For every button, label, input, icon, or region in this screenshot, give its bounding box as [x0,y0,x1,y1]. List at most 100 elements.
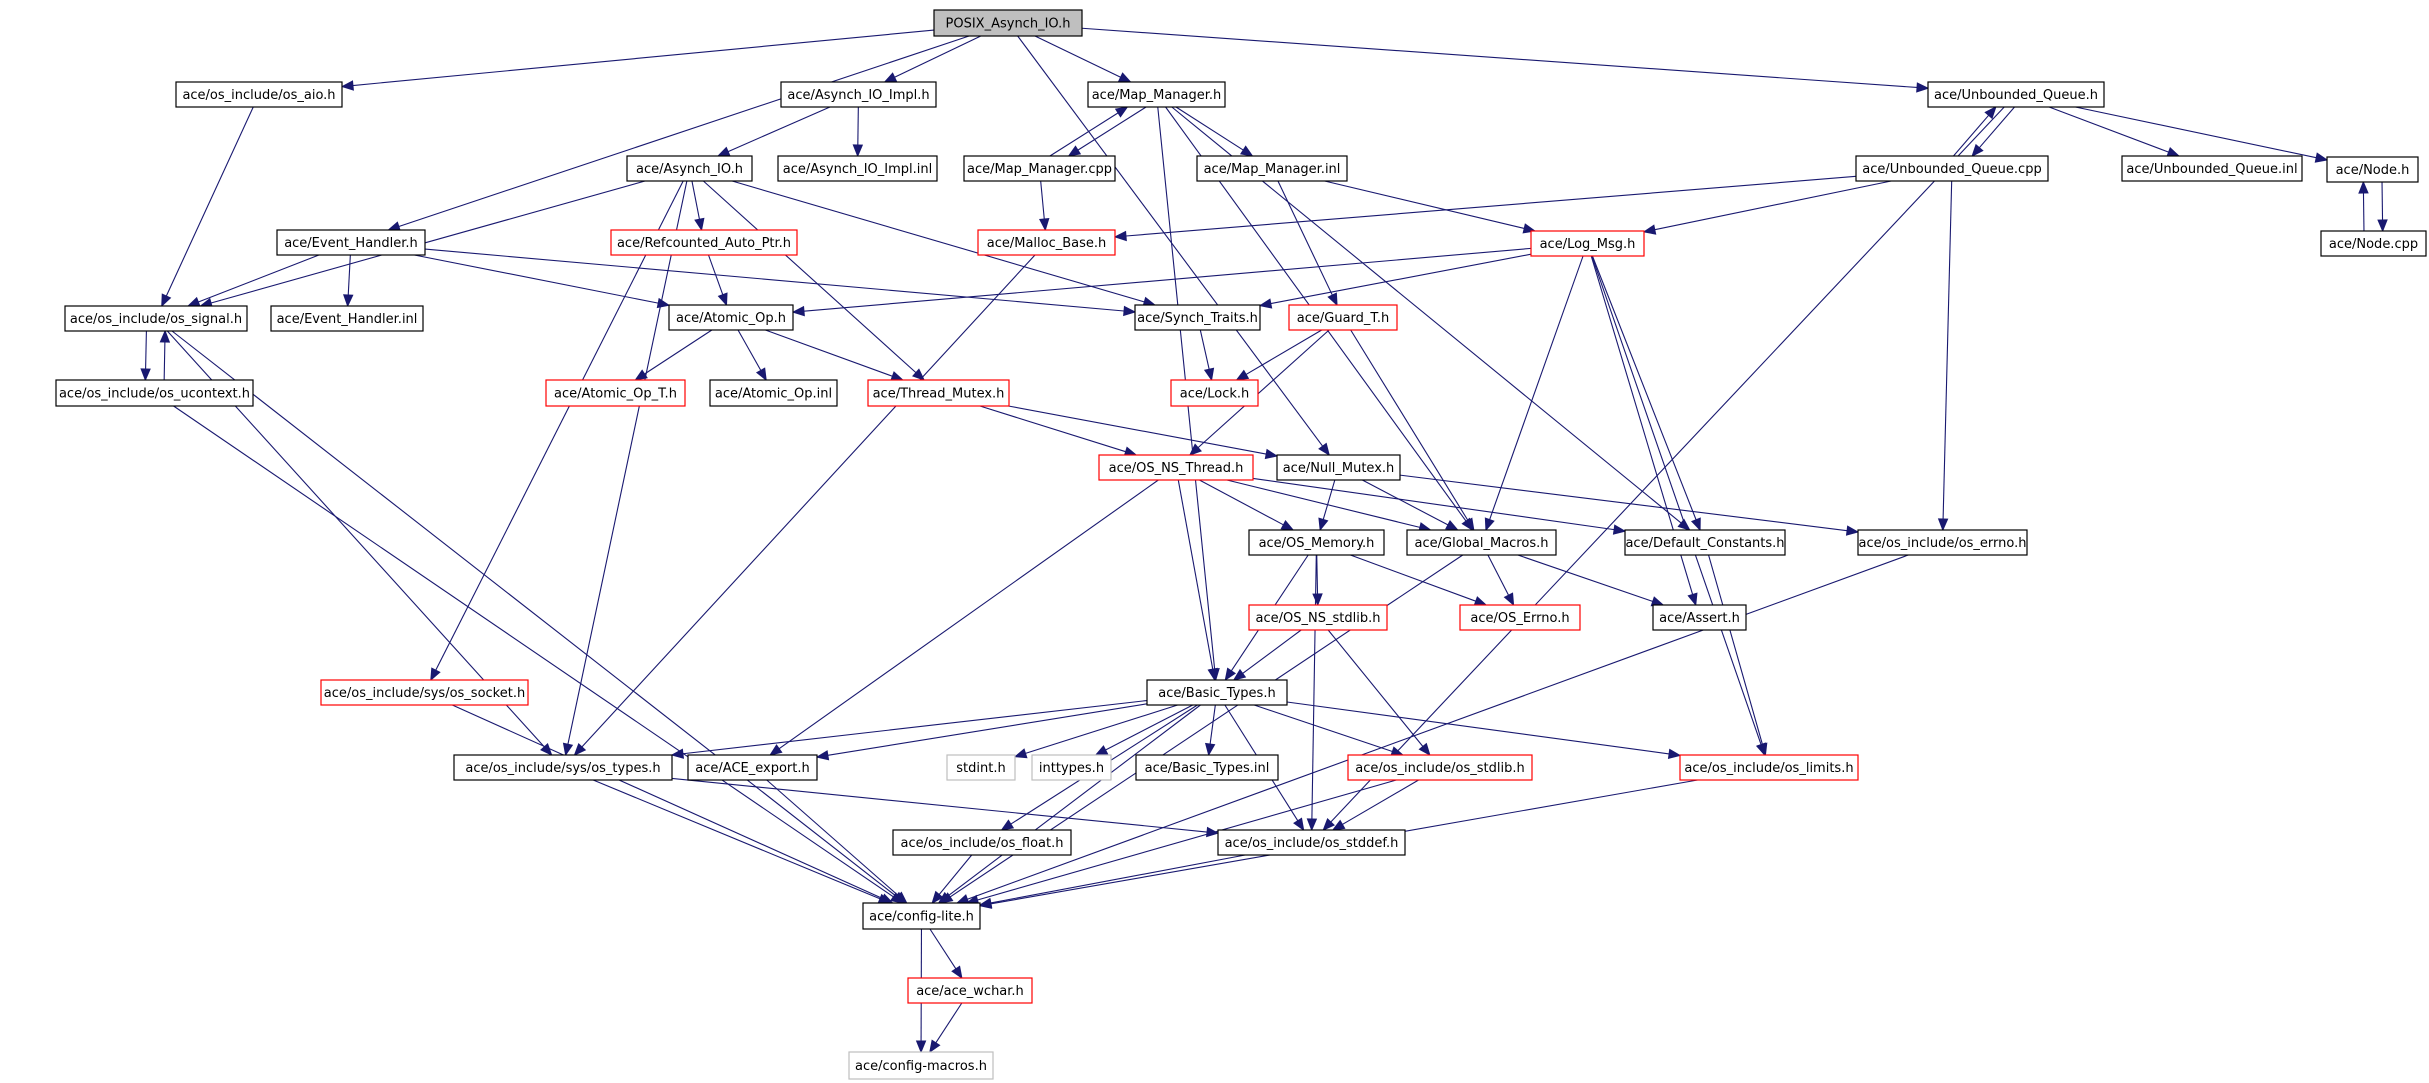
node-box[interactable] [1135,754,1279,781]
graph-node-os-ns-thread[interactable]: ace/OS_NS_Thread.h [1098,454,1254,481]
node-box[interactable] [1406,529,1557,556]
graph-node-ace-export[interactable]: ace/ACE_export.h [687,754,818,781]
graph-node-map-manager-cpp[interactable]: ace/Map_Manager.cpp [963,155,1116,182]
graph-node-event-handler-inl[interactable]: ace/Event_Handler.inl [270,305,424,332]
graph-node-os-ns-stdlib[interactable]: ace/OS_NS_stdlib.h [1248,604,1388,631]
node-box[interactable] [453,754,673,781]
node-box[interactable] [907,977,1033,1004]
graph-node-basic-types-h[interactable]: ace/Basic_Types.h [1146,679,1288,706]
graph-node-thread-mutex[interactable]: ace/Thread_Mutex.h [867,379,1010,407]
node-box[interactable] [1248,529,1385,556]
graph-node-global-macros[interactable]: ace/Global_Macros.h [1406,529,1557,556]
node-box[interactable] [1855,155,2049,182]
node-box[interactable] [545,379,686,407]
graph-node-os-limits[interactable]: ace/os_include/os_limits.h [1679,754,1859,781]
node-box[interactable] [1087,81,1226,108]
node-box[interactable] [276,229,426,256]
node-box[interactable] [1134,304,1261,331]
graph-node-node-cpp[interactable]: ace/Node.cpp [2320,230,2427,257]
graph-node-stdint[interactable]: stdint.h [946,754,1016,781]
node-box[interactable] [1196,155,1348,182]
graph-node-synch-traits[interactable]: ace/Synch_Traits.h [1134,304,1261,331]
graph-node-unbounded-queue-inl[interactable]: ace/Unbounded_Queue.inl [2121,155,2303,182]
node-box[interactable] [1857,529,2028,556]
node-box[interactable] [1927,81,2105,108]
node-box[interactable] [320,679,529,706]
node-box[interactable] [1276,454,1401,481]
node-box[interactable] [946,754,1016,781]
node-box[interactable] [668,304,794,331]
node-box[interactable] [862,902,981,930]
graph-node-os-stdlib[interactable]: ace/os_include/os_stdlib.h [1347,754,1533,781]
graph-node-map-manager-h[interactable]: ace/Map_Manager.h [1087,81,1226,108]
node-box[interactable] [1679,754,1859,781]
node-box[interactable] [2320,230,2427,257]
graph-node-unbounded-queue-h[interactable]: ace/Unbounded_Queue.h [1927,81,2105,108]
node-box[interactable] [1624,529,1786,556]
node-box[interactable] [777,155,938,182]
graph-node-atomic-op-inl[interactable]: ace/Atomic_Op.inl [709,379,838,407]
graph-node-atomic-op-t[interactable]: ace/Atomic_Op_T.h [545,379,686,407]
node-box[interactable] [610,229,798,256]
node-box[interactable] [2121,155,2303,182]
node-box[interactable] [1146,679,1288,706]
graph-node-assert-h[interactable]: ace/Assert.h [1652,604,1747,631]
node-box[interactable] [892,829,1072,856]
node-box[interactable] [1098,454,1254,481]
node-box[interactable] [780,81,937,108]
node-box[interactable] [64,305,248,332]
node-box[interactable] [933,9,1083,37]
graph-node-os-float[interactable]: ace/os_include/os_float.h [892,829,1072,856]
node-box[interactable] [1459,604,1581,631]
node-box[interactable] [1652,604,1747,631]
graph-node-default-constants[interactable]: ace/Default_Constants.h [1624,529,1786,556]
graph-node-asynch-io-impl-h[interactable]: ace/Asynch_IO_Impl.h [780,81,937,108]
graph-node-os-aio[interactable]: ace/os_include/os_aio.h [175,81,343,108]
graph-node-basic-types-inl[interactable]: ace/Basic_Types.inl [1135,754,1279,781]
graph-node-os-signal[interactable]: ace/os_include/os_signal.h [64,305,248,332]
graph-node-unbounded-queue-cpp[interactable]: ace/Unbounded_Queue.cpp [1855,155,2049,182]
graph-node-os-socket[interactable]: ace/os_include/sys/os_socket.h [320,679,529,706]
node-box[interactable] [1031,754,1112,781]
graph-node-null-mutex[interactable]: ace/Null_Mutex.h [1276,454,1401,481]
graph-node-os-errno-cap[interactable]: ace/OS_Errno.h [1459,604,1581,631]
graph-node-guard-t[interactable]: ace/Guard_T.h [1288,304,1398,331]
node-box[interactable] [867,379,1010,407]
graph-node-os-stddef[interactable]: ace/os_include/os_stddef.h [1217,829,1406,856]
graph-node-ace-wchar[interactable]: ace/ace_wchar.h [907,977,1033,1004]
graph-node-event-handler-h[interactable]: ace/Event_Handler.h [276,229,426,256]
graph-node-inttypes[interactable]: inttypes.h [1031,754,1112,781]
graph-node-os-memory[interactable]: ace/OS_Memory.h [1248,529,1385,556]
node-box[interactable] [2326,156,2419,183]
node-box[interactable] [1248,604,1388,631]
graph-node-lock-h[interactable]: ace/Lock.h [1170,379,1259,407]
node-box[interactable] [977,229,1116,256]
graph-node-asynch-io-impl-inl[interactable]: ace/Asynch_IO_Impl.inl [777,155,938,182]
graph-node-map-manager-inl[interactable]: ace/Map_Manager.inl [1196,155,1348,182]
node-box[interactable] [1347,754,1533,781]
node-box[interactable] [55,379,254,407]
graph-node-atomic-op-h[interactable]: ace/Atomic_Op.h [668,304,794,331]
node-box[interactable] [687,754,818,781]
node-box[interactable] [963,155,1116,182]
graph-node-malloc-base[interactable]: ace/Malloc_Base.h [977,229,1116,256]
graph-node-root[interactable]: POSIX_Asynch_IO.h [933,9,1083,37]
graph-node-log-msg[interactable]: ace/Log_Msg.h [1530,230,1645,257]
node-box[interactable] [1170,379,1259,407]
graph-node-asynch-io-h[interactable]: ace/Asynch_IO.h [626,155,753,182]
graph-node-os-errno[interactable]: ace/os_include/os_errno.h [1857,529,2028,556]
graph-node-refcounted-auto-ptr[interactable]: ace/Refcounted_Auto_Ptr.h [610,229,798,256]
node-box[interactable] [709,379,838,407]
graph-node-config-lite[interactable]: ace/config-lite.h [862,902,981,930]
node-box[interactable] [1288,304,1398,331]
node-box[interactable] [270,305,424,332]
node-box[interactable] [848,1051,994,1080]
graph-node-os-types[interactable]: ace/os_include/sys/os_types.h [453,754,673,781]
graph-node-config-macros[interactable]: ace/config-macros.h [848,1051,994,1080]
node-box[interactable] [1530,230,1645,257]
node-box[interactable] [175,81,343,108]
node-box[interactable] [1217,829,1406,856]
graph-node-os-ucontext[interactable]: ace/os_include/os_ucontext.h [55,379,254,407]
graph-node-node-h[interactable]: ace/Node.h [2326,156,2419,183]
node-box[interactable] [626,155,753,182]
